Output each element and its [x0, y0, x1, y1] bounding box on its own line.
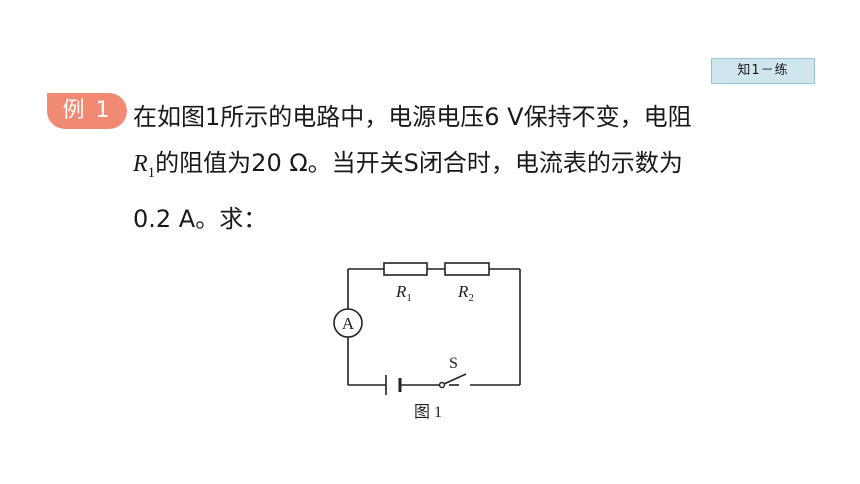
r1-label: R1	[395, 282, 412, 304]
r2-label: R2	[457, 282, 474, 304]
switch-label: S	[449, 355, 458, 372]
example-badge: 例 1	[47, 93, 127, 129]
resistor-r1	[383, 262, 428, 276]
problem-line-1: 在如图1所示的电路中，电源电压6 V保持不变，电阻	[133, 103, 692, 131]
resistor-r2	[444, 262, 490, 276]
circuit-diagram: A R1 R2 S 图 1	[333, 262, 521, 421]
problem-text: 在如图1所示的电路中，电源电压6 V保持不变，电阻 R1的阻值为20 Ω。当开关…	[133, 94, 833, 242]
problem-line-2-text: 的阻值为20 Ω。当开关S闭合时，电流表的示数为	[155, 149, 683, 177]
svg-text:A: A	[342, 314, 355, 333]
resistor-subscript: 1	[147, 164, 156, 181]
section-tag: 知1－练	[711, 58, 815, 84]
ammeter-symbol: A	[333, 308, 363, 338]
problem-line-3: 0.2 A。求：	[133, 204, 268, 233]
switch-symbol	[438, 373, 467, 389]
figure-caption: 图 1	[414, 404, 442, 421]
problem-line-2: R1的阻值为20 Ω。当开关S闭合时，电流表的示数为	[133, 140, 833, 196]
battery-symbol	[385, 375, 402, 395]
resistor-symbol: R	[133, 151, 148, 177]
